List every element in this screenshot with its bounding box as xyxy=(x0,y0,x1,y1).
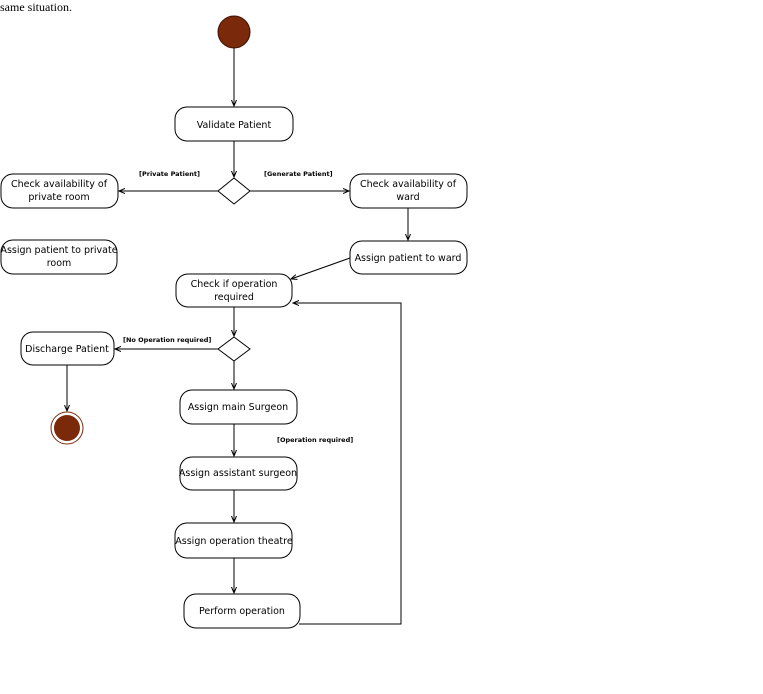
node-assign-operation-theatre: Assign operation theatre xyxy=(174,522,293,559)
intro-text: same situation. xyxy=(0,0,72,14)
node-assign-main-surgeon: Assign main Surgeon xyxy=(179,389,298,425)
node-assign-ward-label: Assign patient to ward xyxy=(355,253,462,264)
node-discharge-patient: Discharge Patient xyxy=(20,331,115,366)
node-perform-operation-label: Perform operation xyxy=(199,606,285,617)
start-node xyxy=(217,15,251,49)
node-assign-main-surgeon-label: Assign main Surgeon xyxy=(188,402,288,413)
node-validate-patient: Validate Patient xyxy=(174,106,294,142)
guard-no-operation: [No Operation required] xyxy=(123,336,211,344)
decision-patient-type xyxy=(217,177,251,205)
edge-assignward-to-checkop xyxy=(291,257,351,279)
node-assign-ward: Assign patient to ward xyxy=(349,240,468,275)
node-assign-assistant-surgeon: Assign assistant surgeon xyxy=(179,456,298,491)
guard-operation-required: [Operation required] xyxy=(277,436,353,444)
node-discharge-patient-label: Discharge Patient xyxy=(25,344,109,355)
edge-perform-loop-back xyxy=(293,303,402,625)
node-assign-operation-theatre-label: Assign operation theatre xyxy=(175,536,293,547)
guard-generate-patient: [Generate Patient] xyxy=(264,170,333,178)
node-perform-operation: Perform operation xyxy=(183,593,301,629)
node-assign-assistant-surgeon-label: Assign assistant surgeon xyxy=(179,468,297,479)
end-node xyxy=(50,411,84,445)
edges xyxy=(67,48,408,625)
guard-private-patient: [Private Patient] xyxy=(139,170,200,178)
node-validate-patient-label: Validate Patient xyxy=(197,120,272,131)
decision-operation xyxy=(217,336,251,362)
